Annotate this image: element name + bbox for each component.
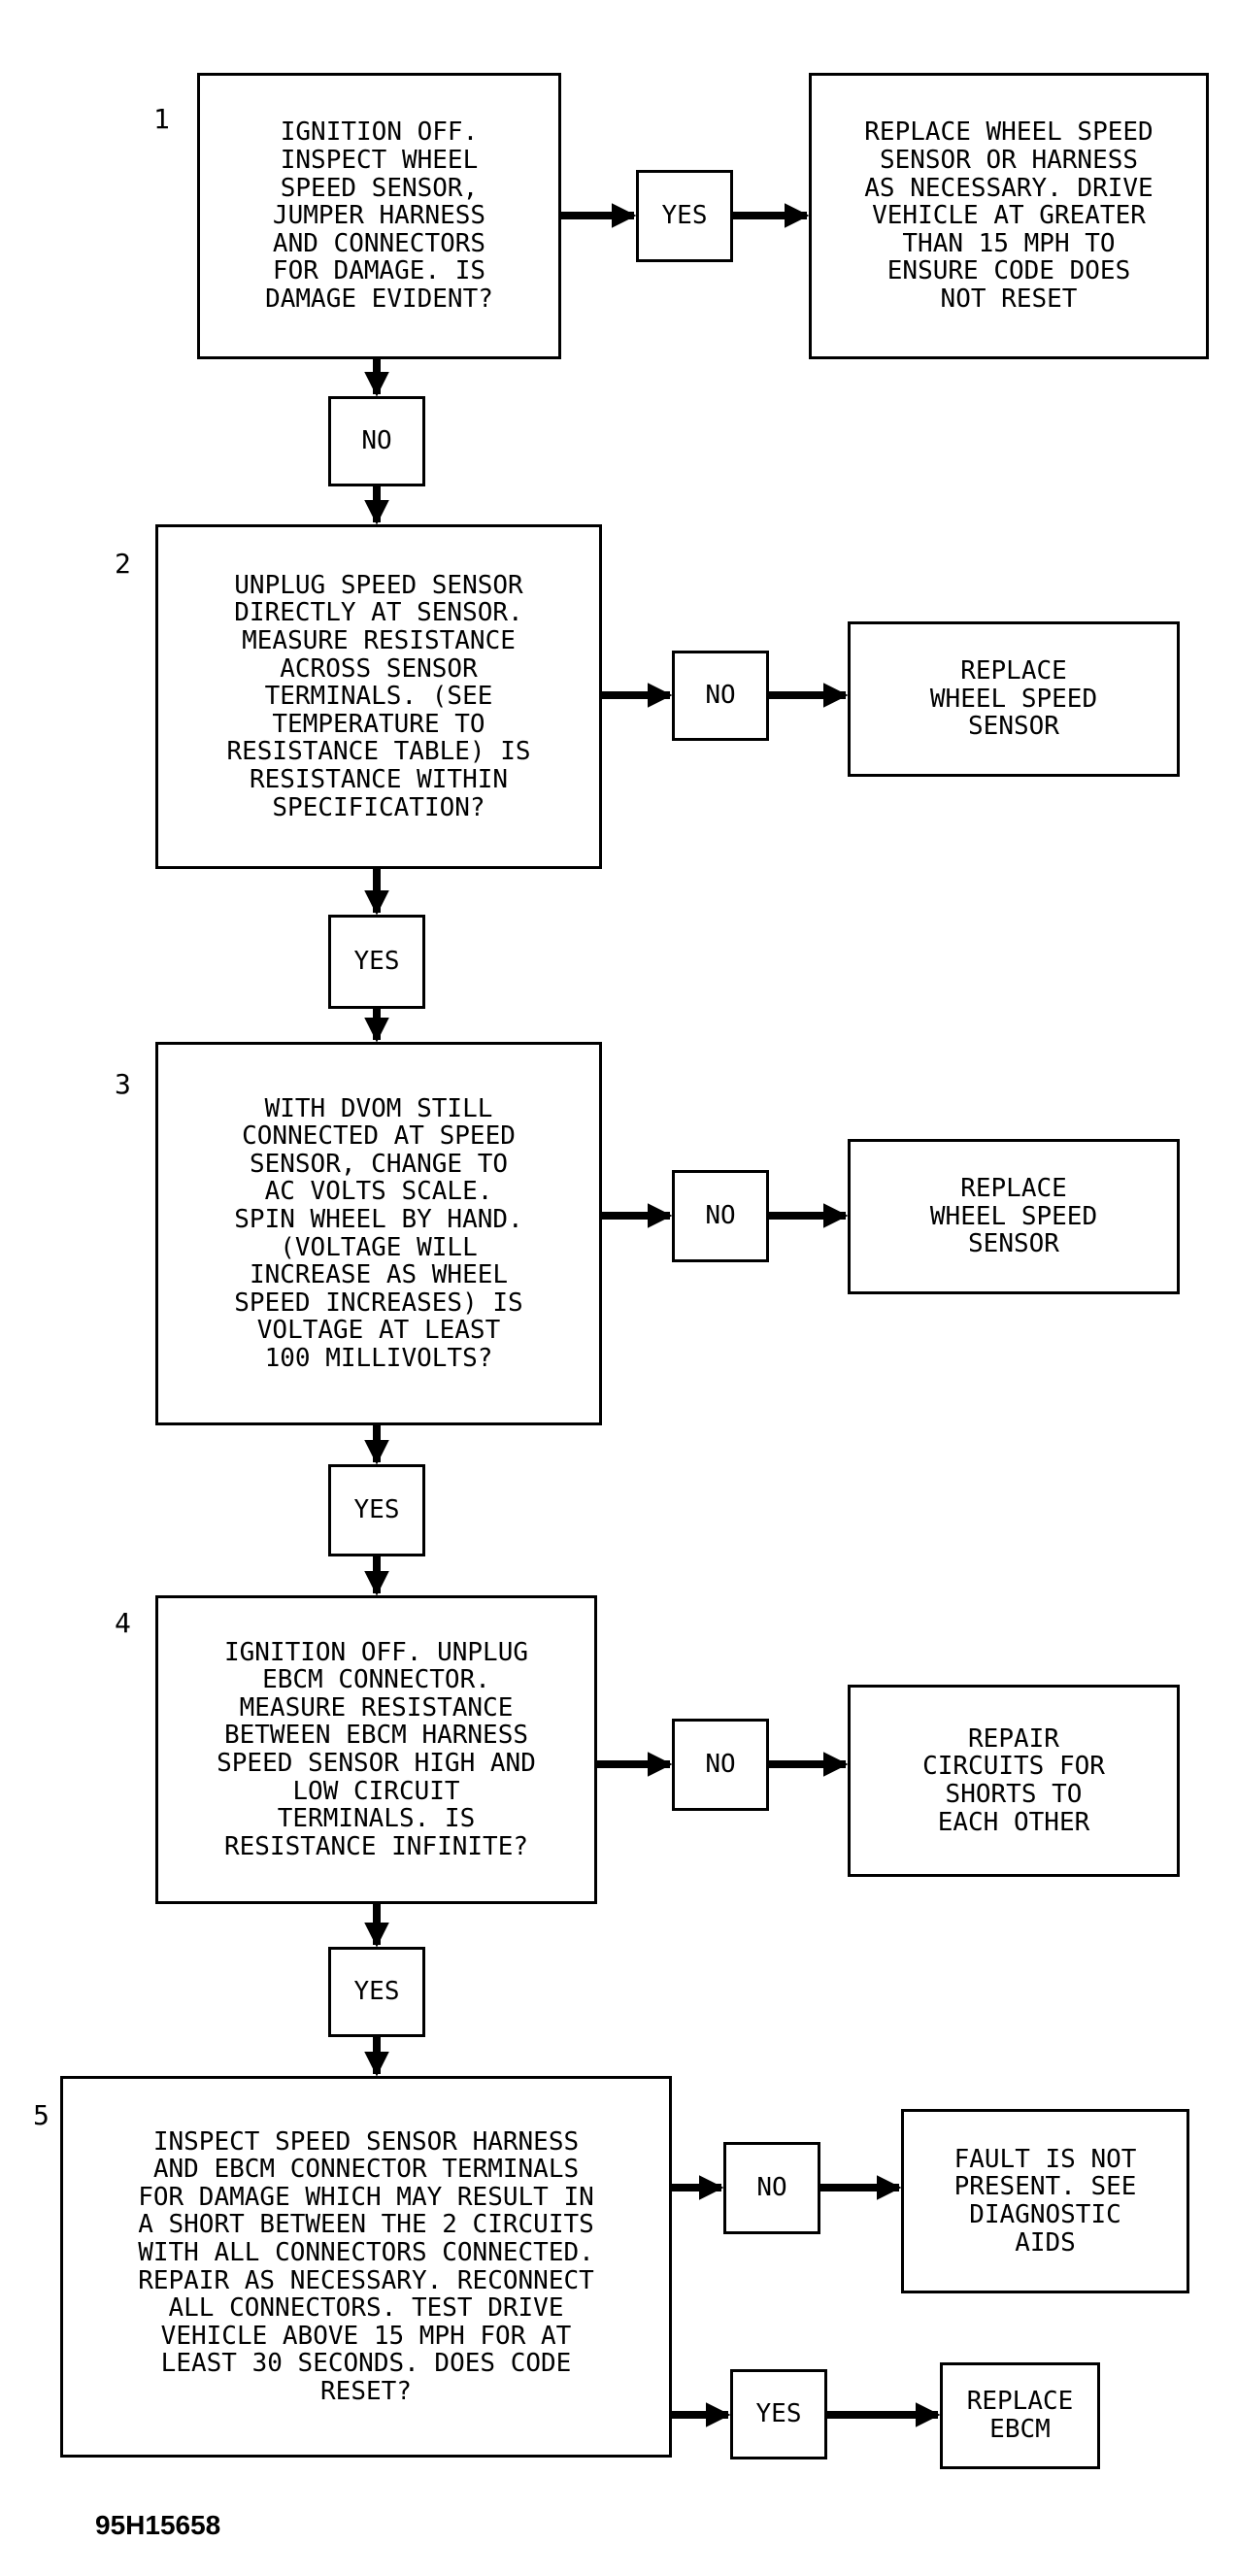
step-5-question-box: INSPECT SPEED SENSOR HARNESS AND EBCM CO… bbox=[60, 2076, 672, 2458]
step-5-no-decision: NO bbox=[723, 2142, 820, 2234]
step-4-question-box: IGNITION OFF. UNPLUG EBCM CONNECTOR. MEA… bbox=[155, 1595, 597, 1904]
step-1-yes-decision: YES bbox=[636, 170, 733, 262]
step-5-yes-decision: YES bbox=[730, 2369, 827, 2459]
step-5-number: 5 bbox=[33, 2099, 50, 2131]
step-2-number: 2 bbox=[115, 548, 131, 580]
step-4-yes-decision: YES bbox=[328, 1947, 425, 2037]
step-3-yes-decision: YES bbox=[328, 1464, 425, 1556]
step-2-no-decision: NO bbox=[672, 651, 769, 741]
step-1-yes-result-box: REPLACE WHEEL SPEED SENSOR OR HARNESS AS… bbox=[809, 73, 1209, 359]
step-2-question-box: UNPLUG SPEED SENSOR DIRECTLY AT SENSOR. … bbox=[155, 524, 602, 869]
step-4-no-decision: NO bbox=[672, 1719, 769, 1811]
step-5-yes-result-box: REPLACE EBCM bbox=[940, 2362, 1100, 2469]
step-3-number: 3 bbox=[115, 1068, 131, 1100]
step-2-no-result-box: REPLACE WHEEL SPEED SENSOR bbox=[848, 621, 1180, 777]
step-1-number: 1 bbox=[153, 103, 170, 135]
step-4-no-result-box: REPAIR CIRCUITS FOR SHORTS TO EACH OTHER bbox=[848, 1685, 1180, 1877]
step-3-no-decision: NO bbox=[672, 1170, 769, 1262]
step-4-number: 4 bbox=[115, 1607, 131, 1639]
step-5-no-result-box: FAULT IS NOT PRESENT. SEE DIAGNOSTIC AID… bbox=[901, 2109, 1189, 2293]
step-2-yes-decision: YES bbox=[328, 915, 425, 1009]
figure-id: 95H15658 bbox=[95, 2510, 221, 2540]
step-1-question-box: IGNITION OFF. INSPECT WHEEL SPEED SENSOR… bbox=[197, 73, 561, 359]
step-1-no-decision: NO bbox=[328, 396, 425, 486]
step-3-no-result-box: REPLACE WHEEL SPEED SENSOR bbox=[848, 1139, 1180, 1294]
step-3-question-box: WITH DVOM STILL CONNECTED AT SPEED SENSO… bbox=[155, 1042, 602, 1425]
